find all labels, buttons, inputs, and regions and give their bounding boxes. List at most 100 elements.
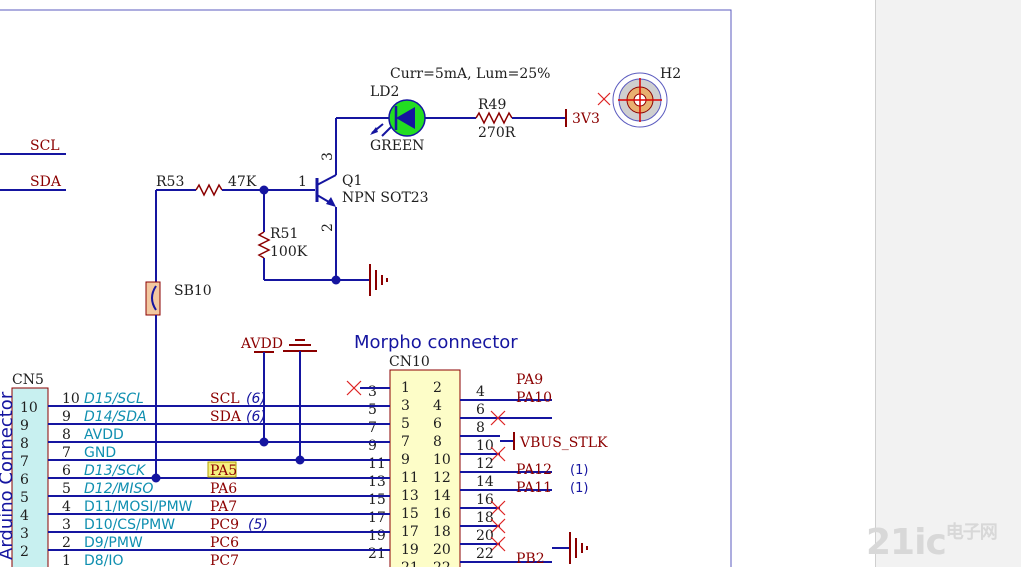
arduino-row-note: (6) — [246, 409, 266, 425]
arduino-row-net: PC6 — [210, 535, 239, 551]
morpho-inner-right-pin: 10 — [433, 452, 451, 468]
watermark-subtext: 电子网 — [945, 522, 998, 543]
junction-dot — [331, 275, 341, 285]
sheet-border — [0, 9, 732, 567]
arduino-row-name: GND — [84, 445, 116, 461]
r49-value: 270R — [478, 125, 516, 141]
morpho-inner-left-pin: 3 — [401, 398, 410, 414]
arduino-row-number: 4 — [62, 499, 71, 515]
solder-bridge-sb10 — [145, 281, 161, 316]
arduino-row-note: (5) — [248, 517, 268, 533]
morpho-inner-left-pin: 13 — [401, 488, 419, 504]
arduino-row-number: 5 — [62, 481, 71, 497]
morpho-inner-left-pin: 9 — [401, 452, 410, 468]
morpho-title: Morpho connector — [354, 332, 518, 353]
arduino-row-net: PC7 — [210, 553, 239, 567]
cn5-label: CN5 — [12, 372, 44, 388]
morpho-left-pin-number: 3 — [368, 384, 377, 400]
morpho-left-pin-number: 13 — [368, 474, 386, 490]
no-connect-marker — [346, 380, 362, 396]
net-pb2: PB2 — [516, 551, 545, 567]
q1-label: Q1 — [342, 173, 362, 189]
ld2-label: LD2 — [370, 84, 399, 100]
morpho-inner-left-pin: 21 — [401, 560, 419, 567]
sda-net: SDA — [0, 174, 66, 191]
arduino-connector-title: Arduino Connector — [0, 391, 17, 560]
morpho-inner-right-pin: 14 — [433, 488, 451, 504]
no-connect-marker — [490, 536, 506, 552]
net-pa9: PA9 — [516, 372, 543, 388]
arduino-row-name: AVDD — [84, 427, 124, 443]
morpho-inner-left-pin: 17 — [401, 524, 419, 540]
mounting-hole-h2 — [597, 72, 668, 128]
morpho-inner-right-pin: 16 — [433, 506, 451, 522]
morpho-inner-right-pin: 20 — [433, 542, 451, 558]
watermark-text: 21ic — [866, 522, 947, 563]
resistor-r51 — [257, 231, 271, 259]
no-connect-marker — [490, 518, 506, 534]
morpho-left-pin-number: 21 — [368, 546, 386, 562]
avdd-label: AVDD — [240, 336, 283, 352]
morpho-left-pin-number: 5 — [368, 402, 377, 418]
morpho-right-pin-number: 6 — [476, 402, 485, 418]
arduino-row-net: SCL — [210, 391, 240, 407]
arduino-box-pin: 6 — [20, 472, 29, 488]
arduino-row-number: 10 — [62, 391, 80, 407]
arduino-row-name: D9/PMW — [84, 535, 143, 551]
arduino-row-name: D13/SCK — [84, 463, 147, 479]
arduino-row-name: D12/MISO — [84, 481, 153, 497]
morpho-inner-left-pin: 1 — [401, 380, 410, 396]
morpho-pins: 1357911131517192124681012141618202235791… — [360, 380, 552, 567]
morpho-inner-right-pin: 12 — [433, 470, 451, 486]
morpho-right-pin-number: 10 — [476, 438, 494, 454]
morpho-connector-body — [389, 369, 461, 567]
arduino-row-name: D10/CS/PMW — [84, 517, 175, 533]
r51-label: R51 — [270, 226, 298, 242]
cn10-label: CN10 — [389, 354, 430, 370]
morpho-inner-right-pin: 6 — [433, 416, 442, 432]
r51-value: 100K — [270, 244, 308, 260]
right-side-panel — [875, 0, 1021, 567]
arduino-row-name: D11/MOSI/PMW — [84, 499, 193, 515]
morpho-inner-left-pin: 15 — [401, 506, 419, 522]
morpho-inner-right-pin: 18 — [433, 524, 451, 540]
morpho-inner-left-pin: 11 — [401, 470, 419, 486]
r49-label: R49 — [478, 97, 506, 113]
arduino-row-number: 9 — [62, 409, 71, 425]
morpho-right-pin-number: 20 — [476, 528, 494, 544]
morpho-inner-right-pin: 8 — [433, 434, 442, 450]
transistor-q1 — [264, 174, 337, 207]
morpho-right-pin-number: 18 — [476, 510, 494, 526]
q1-type: NPN SOT23 — [342, 190, 429, 206]
arduino-row-note: (6) — [246, 391, 266, 407]
ground-symbol — [283, 339, 317, 352]
arduino-box-pin: 5 — [20, 490, 29, 506]
note-pa11: (1) — [570, 481, 588, 496]
no-connect-marker — [490, 446, 506, 462]
ground-symbol — [552, 532, 588, 564]
morpho-right-pin-number: 16 — [476, 492, 494, 508]
arduino-row-number: 8 — [62, 427, 71, 443]
arduino-connector-body — [11, 387, 49, 567]
r53-value: 47K — [228, 174, 257, 190]
sda-net-label: SDA — [30, 174, 62, 190]
arduino-box-pin: 10 — [20, 400, 38, 416]
scl-net-label: SCL — [30, 138, 60, 154]
resistor-r53 — [195, 183, 223, 197]
morpho-left-pin-number: 19 — [368, 528, 386, 544]
arduino-row-number: 3 — [62, 517, 71, 533]
arduino-box-pin: 8 — [20, 436, 29, 452]
morpho-right-pin-number: 14 — [476, 474, 494, 490]
morpho-right-pin-number: 8 — [476, 420, 485, 436]
resistor-r49 — [475, 111, 513, 125]
morpho-left-pin-number: 9 — [368, 438, 377, 454]
arduino-box-pin: 7 — [20, 454, 29, 470]
morpho-left-pin-number: 17 — [368, 510, 386, 526]
arduino-box-pin: 3 — [20, 526, 29, 542]
schematic-sheet: SCL SDA Curr=5mA, Lum=25% LD2 GREEN R49 … — [0, 9, 732, 567]
arduino-row-number: 2 — [62, 535, 71, 551]
morpho-left-pin-number: 15 — [368, 492, 386, 508]
morpho-left-pin-number: 7 — [368, 420, 377, 436]
